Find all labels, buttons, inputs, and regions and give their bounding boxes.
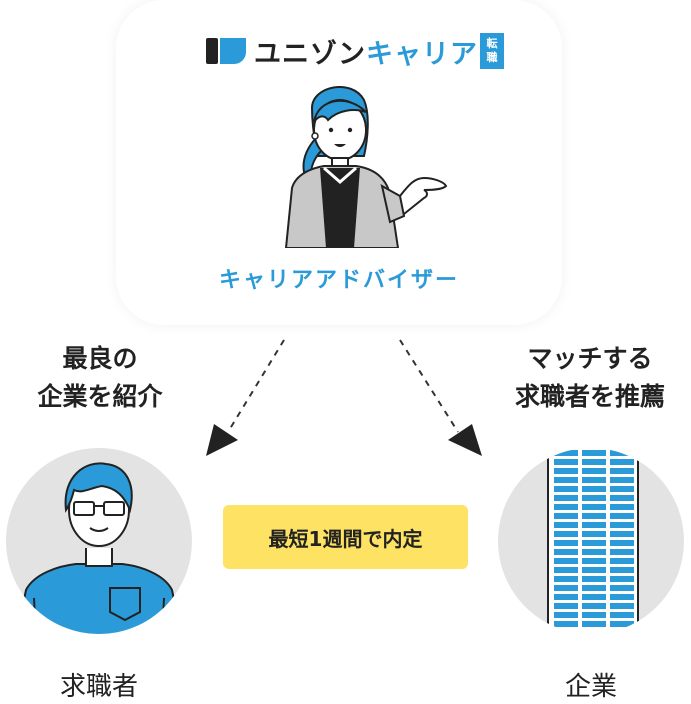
building-window [610,558,634,564]
building-window [554,540,578,546]
building-window [610,585,634,591]
building-window [610,531,634,537]
building-window [554,549,578,555]
building-window [582,513,606,519]
building-window [554,468,578,474]
building-window [554,477,578,483]
job-seeker-illustration [6,448,192,634]
building-window [554,621,578,627]
building-window [582,549,606,555]
arrow-left-line [227,339,285,433]
building-window [582,621,606,627]
company-label: 企業 [564,672,617,702]
logo-text: ユニゾンキャリア [254,38,478,70]
building-window [554,558,578,564]
logo: ユニゾンキャリア 転職 [206,31,504,71]
building-window [610,450,634,456]
building-window [582,522,606,528]
building-window [610,603,634,609]
building-window [610,486,634,492]
building-window [610,513,634,519]
building-window [582,576,606,582]
building-window [610,477,634,483]
building-window [610,468,634,474]
logo-icon [206,38,246,64]
building-window [582,495,606,501]
building-window [582,459,606,465]
building-window [554,603,578,609]
building-window [554,612,578,618]
arrow-right-head [448,424,482,456]
building-window [554,594,578,600]
advisor-label: キャリアアドバイザー [218,268,459,293]
logo-badge: 転職 [480,33,504,69]
building-window [554,567,578,573]
building-window [582,531,606,537]
fast-offer-badge: 最短1週間で内定 [223,505,468,569]
building-window [554,450,578,456]
building-window [610,594,634,600]
building-window [582,603,606,609]
job-seeker-label: 求職者 [59,672,138,702]
left-heading: 最良の 企業を紹介 [37,344,163,411]
building-window [610,621,634,627]
building-window [582,567,606,573]
building-window [582,468,606,474]
building-window [610,612,634,618]
building-window [610,549,634,555]
right-heading: マッチする 求職者を推薦 [514,344,665,411]
building-window [554,495,578,501]
building-window [610,459,634,465]
building-window [610,540,634,546]
building-window [554,513,578,519]
arrow-left-head [206,424,238,456]
building-window [610,576,634,582]
building-window [610,504,634,510]
building-window [582,612,606,618]
building-window [582,540,606,546]
building-window [554,459,578,465]
building-window [554,585,578,591]
building-window [554,531,578,537]
building-window [610,567,634,573]
building-window [582,477,606,483]
building-window [582,558,606,564]
arrow-right-line [399,339,459,433]
company-illustration [498,448,684,634]
building-window [554,486,578,492]
building-window [582,504,606,510]
building-window [554,504,578,510]
building-window [610,522,634,528]
building-window [610,495,634,501]
advisor-illustration [284,85,448,248]
building-window [582,594,606,600]
building-window [554,522,578,528]
building-window [554,576,578,582]
building-window [582,486,606,492]
building-window [582,585,606,591]
building-window [582,450,606,456]
